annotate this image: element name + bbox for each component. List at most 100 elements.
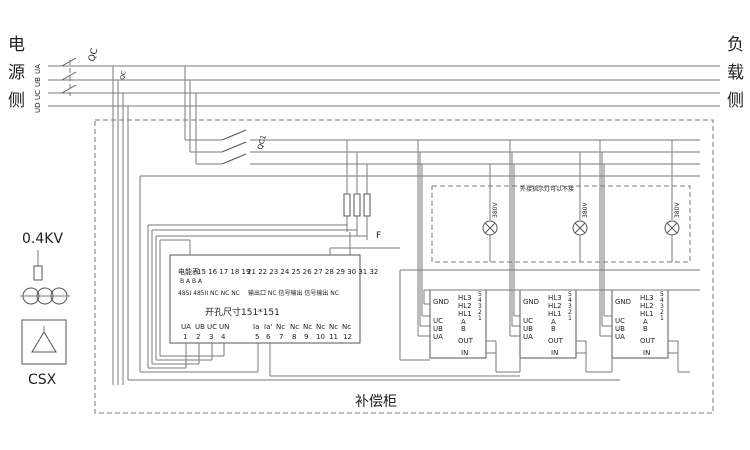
svg-text:7: 7 xyxy=(279,333,283,341)
svg-text:6: 6 xyxy=(266,333,271,341)
svg-text:1: 1 xyxy=(568,315,572,322)
svg-text:21 22 23 24 25 26 27 28 29 30: 21 22 23 24 25 26 27 28 29 30 31 32 xyxy=(247,268,378,276)
svg-text:1: 1 xyxy=(660,315,664,322)
svg-text:4: 4 xyxy=(660,297,664,304)
svg-text:2: 2 xyxy=(478,309,482,316)
secondary-bus xyxy=(139,129,700,372)
svg-text:GND: GND xyxy=(523,298,539,306)
svg-text:B A B A: B A B A xyxy=(180,278,203,285)
cutout-size: 开孔尺寸151*151 xyxy=(205,306,280,318)
svg-text:HL2: HL2 xyxy=(640,302,654,310)
indicator-lamp-1: 380V xyxy=(482,164,499,262)
svg-text:9: 9 xyxy=(304,333,308,341)
svg-text:B: B xyxy=(643,325,648,333)
svg-text:5: 5 xyxy=(568,291,572,298)
module-3: GND HL3 HL2 HL1 A B UC UB UA OUT IN 5 4 … xyxy=(611,289,679,372)
svg-text:IN: IN xyxy=(461,349,468,357)
module-2: GND HL3 HL2 HL1 A B UC UB UA OUT IN 5 4 … xyxy=(519,289,587,372)
svg-text:380V: 380V xyxy=(492,202,499,218)
controller-bottom-terminals: UA UB UC UN Ia Ia' Nc Nc Nc Nc Nc Nc 1 2… xyxy=(181,323,352,341)
svg-text:UB: UB xyxy=(523,325,533,333)
load-side-label: 负 载 侧 xyxy=(727,35,744,111)
svg-text:负: 负 xyxy=(727,35,744,55)
module-chain xyxy=(400,289,700,373)
svg-text:Nc: Nc xyxy=(303,323,312,331)
svg-text:UB: UB xyxy=(433,325,443,333)
svg-text:OUT: OUT xyxy=(640,337,656,345)
svg-text:A: A xyxy=(461,318,466,326)
svg-text:GND: GND xyxy=(433,298,449,306)
svg-text:侧: 侧 xyxy=(727,91,744,111)
svg-text:8: 8 xyxy=(292,333,296,341)
svg-text:GND: GND xyxy=(615,298,631,306)
controller-wiring xyxy=(128,224,620,381)
indicator-lamp-3: 380V xyxy=(664,140,681,262)
svg-text:电: 电 xyxy=(8,35,25,55)
source-phase-labels: UA UB UC UD xyxy=(34,64,42,113)
svg-text:4: 4 xyxy=(568,297,572,304)
svg-text:4: 4 xyxy=(221,333,226,341)
svg-text:HL3: HL3 xyxy=(640,294,654,302)
module-feed-wires xyxy=(349,140,700,360)
svg-text:UC: UC xyxy=(523,317,533,325)
svg-text:UA: UA xyxy=(181,323,191,331)
svg-text:A: A xyxy=(551,318,556,326)
svg-text:UC: UC xyxy=(433,317,443,325)
phase-label-ub: UB xyxy=(34,77,42,87)
svg-text:485I 485II NC NC NC: 485I 485II NC NC NC xyxy=(178,290,240,297)
cabinet-border xyxy=(94,119,714,414)
svg-text:UA: UA xyxy=(433,333,443,341)
transformer-name: CSX xyxy=(28,372,57,388)
svg-text:输出口 NC 信号输出 信号输出 NC: 输出口 NC 信号输出 信号输出 NC xyxy=(248,289,339,297)
svg-text:Nc: Nc xyxy=(329,323,338,331)
breaker-qc1-label: QC1 xyxy=(256,134,268,150)
svg-text:Ia': Ia' xyxy=(264,323,272,331)
indicator-lamp-2: 380V xyxy=(572,152,589,262)
svg-text:OUT: OUT xyxy=(548,337,564,345)
svg-text:Nc: Nc xyxy=(316,323,325,331)
svg-text:10: 10 xyxy=(316,333,325,341)
svg-text:UB: UB xyxy=(195,323,205,331)
fuse-label: F xyxy=(376,231,381,241)
phase-label-ud: UD xyxy=(34,102,42,113)
breaker-qc-label: QC xyxy=(87,47,100,63)
cabinet-label: 补偿柜 xyxy=(355,394,397,410)
svg-text:HL2: HL2 xyxy=(458,302,472,310)
svg-text:11: 11 xyxy=(329,333,338,341)
svg-text:UC: UC xyxy=(615,317,625,325)
svg-text:HL1: HL1 xyxy=(458,310,472,318)
svg-text:2: 2 xyxy=(568,309,572,316)
svg-text:源: 源 xyxy=(8,63,25,83)
svg-text:HL2: HL2 xyxy=(548,302,562,310)
svg-text:IN: IN xyxy=(551,349,558,357)
svg-text:Nc: Nc xyxy=(342,323,351,331)
svg-text:Ia: Ia xyxy=(253,323,259,331)
svg-text:4: 4 xyxy=(478,297,482,304)
svg-text:HL1: HL1 xyxy=(640,310,654,318)
svg-text:电能表: 电能表 xyxy=(178,267,199,276)
svg-text:OUT: OUT xyxy=(458,337,474,345)
module-1: GND HL3 HL2 HL1 A B UC UB UA OUT IN 5 4 … xyxy=(429,289,497,372)
phase-label-ua: UA xyxy=(34,64,42,74)
svg-text:2: 2 xyxy=(196,333,200,341)
transformer-symbol xyxy=(20,250,70,365)
controller-top-terminals: 电能表 15 16 17 18 19 21 22 23 24 25 26 27 … xyxy=(178,267,378,297)
svg-text:3: 3 xyxy=(568,303,572,310)
svg-text:5: 5 xyxy=(660,291,664,298)
svg-text:UA: UA xyxy=(523,333,533,341)
svg-text:3: 3 xyxy=(209,333,213,341)
svg-text:侧: 侧 xyxy=(8,91,25,111)
transformer-voltage: 0.4KV xyxy=(22,231,63,247)
svg-text:UB: UB xyxy=(615,325,625,333)
main-bus xyxy=(48,57,720,107)
svg-text:380V: 380V xyxy=(674,202,681,218)
svg-text:1: 1 xyxy=(183,333,187,341)
svg-text:380V: 380V xyxy=(582,202,589,218)
svg-text:5: 5 xyxy=(255,333,259,341)
svg-text:HL1: HL1 xyxy=(548,310,562,318)
indicator-title: 外接指示灯可以不接 xyxy=(520,185,574,193)
breaker-qc-small-label: QC xyxy=(119,70,127,80)
svg-text:载: 载 xyxy=(727,63,744,83)
svg-text:2: 2 xyxy=(660,309,664,316)
svg-text:UA: UA xyxy=(615,333,625,341)
